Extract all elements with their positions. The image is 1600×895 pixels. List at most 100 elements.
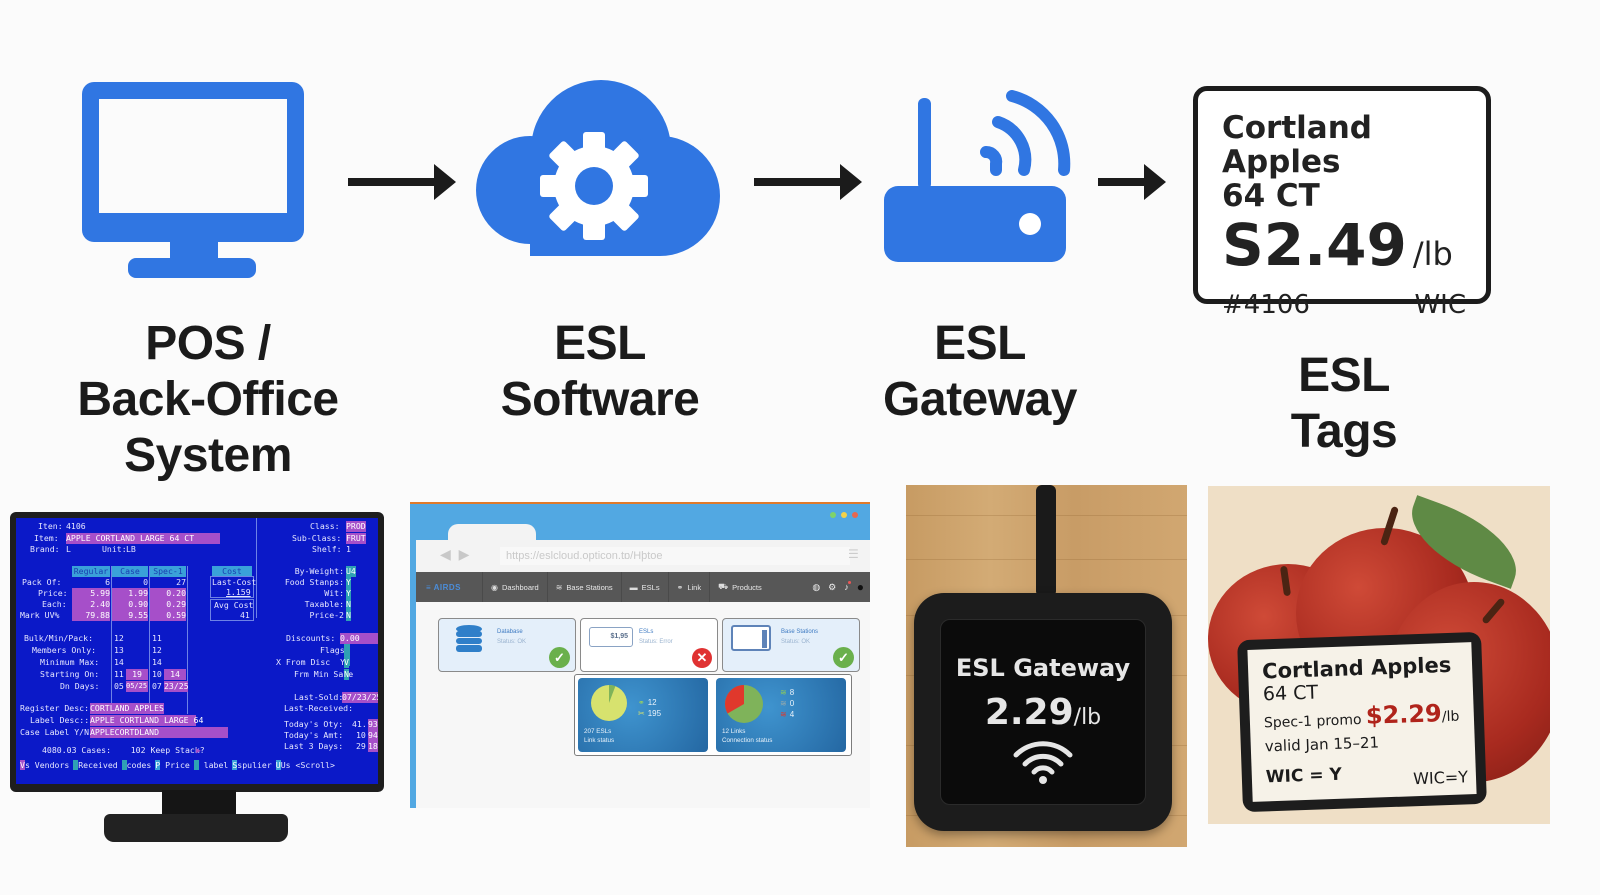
window-dot-green[interactable] — [830, 512, 836, 518]
fkey-label: s Vendors — [24, 760, 70, 770]
link-status-card[interactable]: ⚭12 ✂195 207 ESLs Link status — [578, 678, 708, 752]
card-database[interactable]: Database Status: OK ✓ — [438, 618, 576, 672]
flags-value[interactable] — [344, 644, 350, 666]
cell[interactable]: 2.40 — [72, 599, 110, 610]
app-brand[interactable]: ≡ AIRDS — [426, 582, 461, 592]
arrow-icon — [348, 164, 456, 200]
gateway-title: ESL Gateway — [955, 654, 1131, 682]
cell[interactable]: 5.99 — [72, 588, 110, 599]
connection-status-pie — [725, 685, 763, 723]
cell[interactable]: 0.59 — [150, 610, 186, 621]
label-desc-field[interactable]: APPLE CORTLAND LARGE 64 — [90, 715, 204, 726]
gateway-price-value: 2.29 — [984, 692, 1074, 733]
esl-count: 207 ESLs — [584, 728, 612, 735]
linked-count: ⚭12 — [638, 698, 657, 707]
fkey-key: V — [20, 760, 25, 770]
app-navbar: ≡ AIRDS ◉Dashboard ≋Base Stations ▬ESLs … — [416, 572, 870, 602]
bulk-cell: 14 — [152, 657, 162, 667]
nav-label: Link — [687, 582, 702, 592]
class-value[interactable]: PROD — [346, 521, 366, 532]
last-sold-value[interactable]: 07/23/25 — [342, 692, 378, 703]
cell[interactable]: 0.20 — [150, 588, 186, 599]
pos-screen: Iten: 4106 Item: APPLE CORTLAND LARGE 64… — [16, 518, 378, 784]
flag-value[interactable]: N — [346, 599, 351, 610]
fkey-vendors[interactable]: Vs Vendors — [20, 760, 69, 771]
todays-amt-label: Today's Amt: — [284, 730, 344, 740]
gear-icon[interactable]: ⚙ — [828, 581, 837, 592]
unlinked-count: ✂195 — [638, 709, 661, 718]
discounts-value[interactable]: 0.00 — [340, 633, 378, 644]
fkey-label: Us <Scroll> — [280, 760, 335, 770]
fkey-received[interactable]: Received — [73, 760, 118, 771]
nav-link[interactable]: ⚭Link — [667, 572, 709, 602]
window-dot-red[interactable] — [852, 512, 858, 518]
globe-icon[interactable]: ◍ — [812, 581, 821, 592]
label-line: POS / — [145, 317, 271, 370]
todays-qty-value-b[interactable]: 93 — [368, 719, 378, 730]
window-dot-yellow[interactable] — [841, 512, 847, 518]
xfrom-label: X From Disc Y: — [276, 657, 350, 667]
flag-value[interactable]: Y — [346, 577, 351, 588]
bulk-cell[interactable]: 14 — [164, 669, 186, 680]
flag-value[interactable]: N — [346, 610, 351, 621]
fkey-label[interactable]: label — [193, 760, 228, 771]
menu-icon[interactable]: ☰ — [848, 547, 859, 561]
cost-header: Cost — [212, 566, 252, 577]
fkey-supplier[interactable]: Sspulier — [232, 760, 272, 771]
online-count: ≋8 — [780, 688, 794, 697]
router-icon — [884, 90, 1071, 262]
case-label-field[interactable]: APPLECORTDLAND — [90, 727, 228, 738]
cell[interactable]: 0.29 — [150, 599, 186, 610]
nav-products[interactable]: ⛟Products — [709, 572, 770, 602]
cell[interactable]: 9.55 — [112, 610, 148, 621]
bulk-cell[interactable]: 23/25 — [164, 681, 189, 692]
bulk-cell: 14 — [114, 657, 124, 667]
promo-price: $2.29 — [1365, 699, 1443, 730]
cell[interactable]: 0.90 — [112, 599, 148, 610]
cell[interactable]: 79.88 — [72, 610, 110, 621]
antenna — [1036, 485, 1056, 597]
label-desc-label: Label Desc:: — [30, 715, 90, 725]
fkey-price[interactable]: P Price — [155, 760, 190, 771]
frmmin-value[interactable]: N — [344, 669, 349, 680]
nav-arrows-icon[interactable]: ◀ ▶ — [440, 546, 472, 562]
label-line: ESL — [1298, 349, 1390, 402]
url-input[interactable]: https://eslcloud.opticon.tɒ/Hþtoe — [500, 547, 850, 565]
check-icon: ✓ — [549, 647, 570, 668]
connection-status-card[interactable]: ≋8 ≋0 ≋4 12 Links Connection status — [716, 678, 846, 752]
stage-label-gateway: ESL Gateway — [820, 316, 1140, 428]
bulk-cell[interactable]: 19 — [126, 669, 148, 680]
nav-dashboard[interactable]: ◉Dashboard — [482, 572, 547, 602]
item-label: Item: — [34, 533, 59, 543]
card-status: Status: OK — [497, 639, 527, 645]
nav-base-stations[interactable]: ≋Base Stations — [546, 572, 621, 602]
nav-esls[interactable]: ▬ESLs — [620, 572, 668, 602]
browser-tab[interactable] — [448, 524, 536, 542]
fkey-scroll[interactable]: UUs <Scroll> — [275, 760, 335, 771]
flag-value[interactable]: U4 — [346, 566, 356, 577]
fkey-codes[interactable]: codes — [121, 760, 151, 771]
fkey-key: S — [232, 760, 238, 770]
bell-icon[interactable]: ♪ — [844, 581, 851, 592]
cell[interactable]: 1.99 — [112, 588, 148, 599]
keep-stack-arrow[interactable]: ▶ — [196, 745, 201, 755]
last3-value-b[interactable]: 18/ — [368, 741, 378, 752]
link-status-caption: Link status — [584, 737, 615, 744]
card-esls[interactable]: $1,95 ESLs Status: Error ✕ — [580, 618, 718, 672]
card-base-stations[interactable]: Base Stations Status: OK ✓ — [722, 618, 860, 672]
todays-amt-value-b[interactable]: 94 — [368, 730, 378, 741]
subclass-value[interactable]: FRUT — [346, 533, 366, 544]
flag-value[interactable]: Y — [346, 588, 351, 599]
flag-label: Food Stanps: — [284, 577, 344, 587]
bulk-cell: 12 — [114, 633, 124, 643]
last3-label: Last 3 Days: — [284, 741, 344, 751]
item-field[interactable]: APPLE CORTLAND LARGE 64 CT — [66, 533, 220, 544]
bulk-cell[interactable]: 05/25 — [126, 681, 148, 692]
xfrom-value[interactable]: V — [344, 657, 349, 668]
bulk-label: Members Only: — [32, 645, 97, 655]
user-avatar-icon[interactable]: ● — [856, 580, 864, 594]
row-label: Each: — [42, 599, 67, 609]
gateway-price-unit: /lb — [1073, 705, 1102, 730]
register-desc-field[interactable]: CORTLAND APPLES — [90, 703, 164, 714]
label-line: Software — [500, 373, 700, 426]
